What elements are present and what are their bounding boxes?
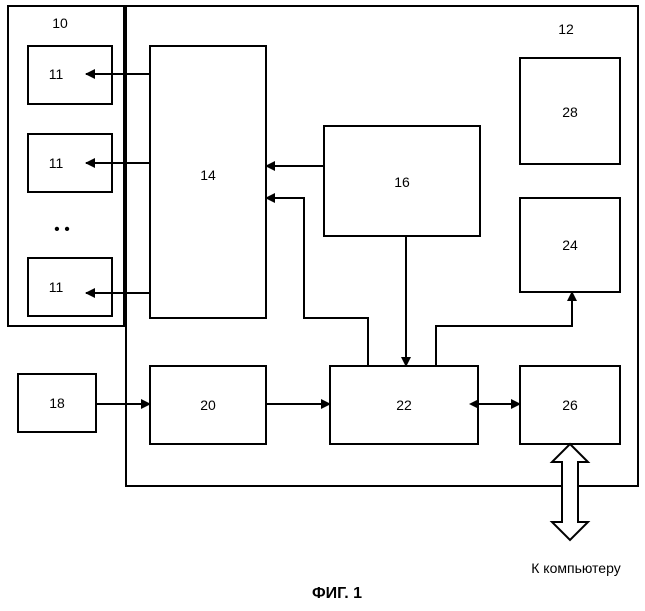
interface-double-arrow	[552, 444, 588, 540]
block-28: 28	[520, 58, 620, 164]
block-18: 18	[18, 374, 96, 432]
block-24-label: 24	[562, 237, 578, 253]
block-10-label: 10	[52, 15, 68, 31]
block-11-bottom-label: 11	[49, 279, 64, 295]
computer-label: К компьютеру	[531, 560, 620, 576]
block-28-label: 28	[562, 104, 578, 120]
block-16-label: 16	[394, 174, 410, 190]
block-20-label: 20	[200, 397, 216, 413]
block-14-label: 14	[200, 167, 216, 183]
block-12-label: 12	[558, 21, 574, 37]
block-18-label: 18	[49, 395, 65, 411]
block-14: 14	[150, 46, 266, 318]
block-11-bottom: 11	[28, 258, 112, 316]
block-26-label: 26	[562, 397, 578, 413]
ellipsis-dots: • •	[54, 221, 70, 238]
block-26: 26	[520, 366, 620, 444]
block-11-top-label: 11	[49, 66, 64, 82]
block-22-label: 22	[396, 397, 412, 413]
block-20: 20	[150, 366, 266, 444]
block-11-middle-label: 11	[49, 155, 64, 171]
block-16: 16	[324, 126, 480, 236]
block-22: 22	[330, 366, 478, 444]
figure-caption: ФИГ. 1	[312, 585, 362, 602]
block-24: 24	[520, 198, 620, 292]
